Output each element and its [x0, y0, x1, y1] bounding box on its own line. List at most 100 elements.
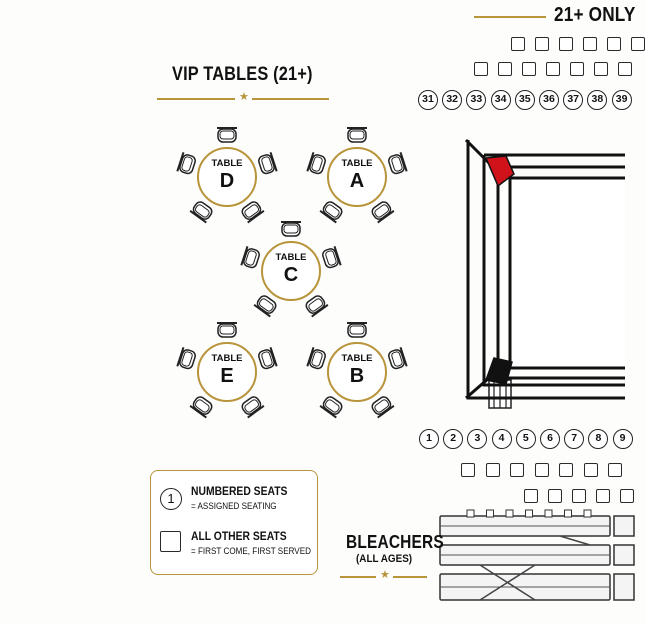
chair[interactable]	[239, 199, 265, 224]
chair[interactable]	[319, 199, 344, 224]
open-seat[interactable]	[583, 37, 597, 51]
vip-star-icon: ★	[239, 91, 249, 103]
open-seat[interactable]	[596, 489, 610, 503]
numbered-seat[interactable]: 4	[491, 429, 512, 449]
open-seat[interactable]	[583, 463, 598, 477]
legend-numbered-seat-symbol: 1	[160, 488, 182, 510]
chair[interactable]	[306, 347, 326, 370]
chair[interactable]	[176, 152, 196, 175]
vip-table[interactable]	[240, 221, 342, 318]
table-top	[197, 342, 257, 402]
table-letter: E	[220, 365, 234, 387]
chair[interactable]	[369, 394, 395, 419]
chair[interactable]	[321, 246, 342, 269]
vip-table[interactable]	[176, 127, 278, 224]
chair[interactable]	[239, 394, 265, 419]
chair[interactable]	[387, 347, 408, 370]
open-seat[interactable]	[559, 37, 573, 51]
chair[interactable]	[281, 221, 301, 237]
chair[interactable]	[176, 347, 196, 370]
open-seat[interactable]	[485, 463, 500, 477]
numbered-seat[interactable]: 3	[467, 429, 488, 449]
open-seat[interactable]	[607, 37, 621, 51]
vip-table[interactable]	[176, 322, 278, 419]
chair[interactable]	[387, 152, 408, 175]
chair[interactable]	[240, 246, 260, 269]
chair[interactable]	[189, 394, 214, 419]
numbered-seat[interactable]: 39	[611, 90, 632, 110]
venue-seating-map	[176, 127, 635, 601]
open-seat[interactable]	[510, 463, 524, 477]
numbered-seat[interactable]: 1	[419, 429, 439, 449]
open-seat[interactable]	[511, 37, 525, 51]
bleachers-subtitle: (ALL AGES)	[356, 553, 413, 565]
table-letter: C	[283, 264, 299, 286]
numbered-seat[interactable]: 38	[587, 90, 608, 110]
open-seat[interactable]	[522, 62, 536, 76]
open-seat[interactable]	[618, 62, 632, 76]
top-section-title: 21+ ONLY	[554, 4, 636, 26]
bleachers-divider-left	[340, 576, 376, 578]
chair[interactable]	[306, 152, 326, 175]
open-seat[interactable]	[631, 37, 645, 51]
table-word: TABLE	[211, 353, 243, 364]
chair[interactable]	[257, 347, 278, 370]
black-corner-pad	[484, 357, 513, 385]
open-seat[interactable]	[572, 489, 586, 503]
vip-table[interactable]	[306, 322, 408, 419]
chair[interactable]	[347, 322, 367, 338]
chair[interactable]	[347, 127, 367, 143]
table-word: TABLE	[341, 158, 373, 169]
open-seat[interactable]	[535, 37, 549, 51]
open-seat[interactable]	[546, 62, 560, 76]
open-seat[interactable]	[524, 489, 538, 503]
numbered-seat[interactable]: 6	[540, 429, 560, 449]
open-seat[interactable]	[594, 62, 608, 76]
table-letter: B	[349, 365, 365, 387]
numbered-seat[interactable]: 2	[443, 429, 464, 449]
numbered-seat[interactable]: 36	[539, 90, 559, 110]
legend-numbered-subtitle: = ASSIGNED SEATING	[191, 501, 277, 511]
numbered-seat[interactable]: 8	[588, 429, 609, 449]
bleachers-star-icon: ★	[380, 569, 390, 581]
bleacher-bench[interactable]	[439, 544, 635, 566]
open-seat[interactable]	[461, 463, 475, 477]
open-seat[interactable]	[498, 62, 512, 76]
bleacher-bench[interactable]	[439, 515, 635, 537]
bleachers-title: BLEACHERS	[346, 532, 444, 552]
wrestling-ring	[464, 138, 625, 409]
open-seat[interactable]	[474, 62, 488, 76]
numbered-seat[interactable]: 37	[563, 90, 584, 110]
open-seat[interactable]	[559, 463, 573, 477]
vip-tables	[176, 127, 408, 419]
numbered-seat[interactable]: 32	[442, 90, 463, 110]
chair[interactable]	[189, 199, 214, 224]
vip-table[interactable]	[306, 127, 408, 224]
open-seat[interactable]	[608, 463, 622, 477]
vip-divider-right	[252, 98, 329, 100]
chair[interactable]	[303, 293, 329, 318]
open-seat[interactable]	[548, 489, 562, 503]
open-seat[interactable]	[620, 489, 634, 503]
numbered-seat[interactable]: 7	[564, 429, 585, 449]
chair[interactable]	[319, 394, 344, 419]
numbered-seat[interactable]: 5	[515, 429, 536, 449]
chair[interactable]	[217, 127, 237, 143]
vip-tables-title: VIP TABLES (21+)	[172, 64, 313, 85]
open-seat[interactable]	[570, 62, 584, 76]
legend-other-subtitle: = FIRST COME, FIRST SERVED	[191, 546, 311, 556]
numbered-seat[interactable]: 9	[612, 429, 633, 449]
chair[interactable]	[369, 199, 395, 224]
open-seat[interactable]	[534, 463, 549, 477]
numbered-seat[interactable]: 33	[466, 90, 487, 110]
table-letter: D	[219, 170, 235, 192]
table-top	[197, 147, 257, 207]
numbered-seat[interactable]: 35	[514, 90, 535, 110]
chair[interactable]	[257, 152, 278, 175]
chair[interactable]	[253, 293, 278, 318]
chair[interactable]	[217, 322, 237, 338]
numbered-seat[interactable]: 31	[418, 90, 438, 110]
numbered-seat[interactable]: 34	[490, 90, 511, 110]
bleacher-bench[interactable]	[439, 573, 635, 601]
table-word: TABLE	[341, 353, 373, 364]
